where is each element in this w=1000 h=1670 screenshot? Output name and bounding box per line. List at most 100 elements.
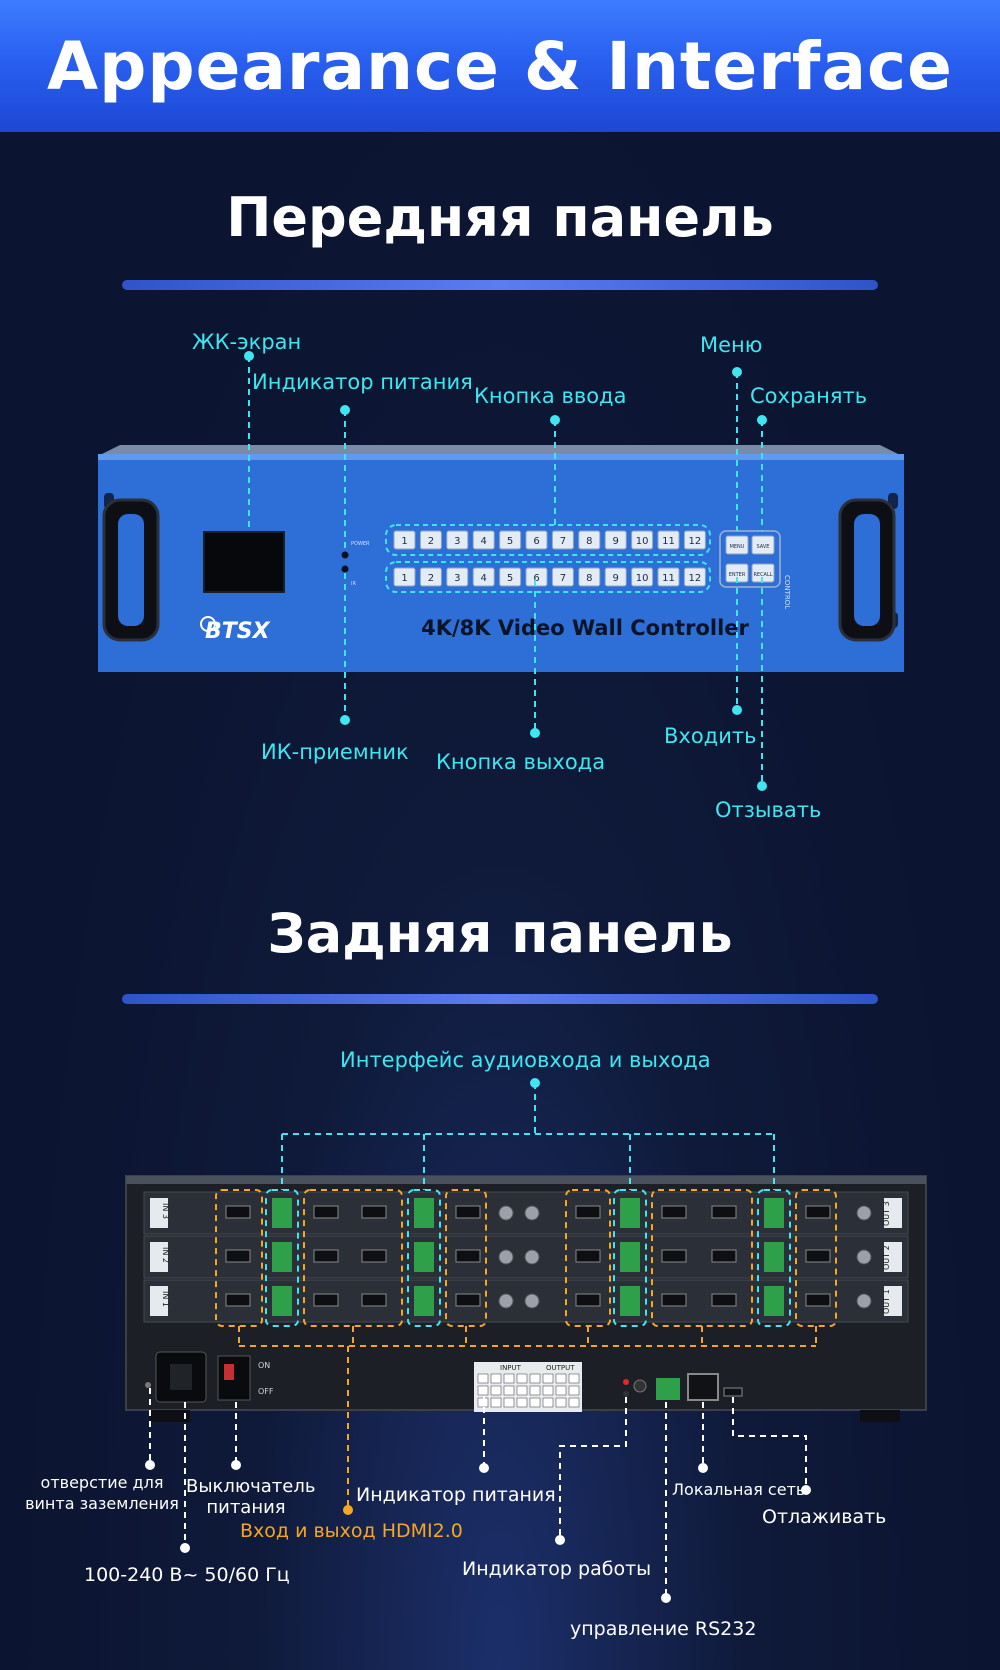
foot-left — [150, 1410, 190, 1422]
lcd-screen — [203, 531, 285, 593]
audio-terminal — [620, 1242, 640, 1272]
hdmi-port — [661, 1249, 687, 1263]
hdmi-port — [313, 1249, 339, 1263]
front-divider — [122, 280, 878, 290]
label-ir: ИК-приемник — [261, 740, 409, 764]
input-button-label: 5 — [507, 536, 513, 547]
out-tag — [884, 1198, 902, 1228]
input-button-10[interactable] — [631, 530, 654, 550]
input-button-9[interactable] — [604, 530, 627, 550]
output-button-4[interactable] — [472, 567, 495, 587]
control-caption: CONTROL — [783, 575, 791, 609]
audio-terminal — [272, 1198, 292, 1228]
label-switch-line2: питания — [206, 1497, 286, 1518]
dip-switch — [516, 1385, 528, 1396]
label-lcd: ЖК-экран — [192, 330, 302, 354]
output-button-3[interactable] — [446, 567, 469, 587]
label-rear-power-indicator: Индикатор питания — [356, 1484, 556, 1506]
input-button-4[interactable] — [472, 530, 495, 550]
control-button-label: MENU — [730, 544, 745, 550]
front-panel-highlight — [98, 454, 904, 460]
input-button-label: 10 — [636, 536, 649, 547]
in-tag — [150, 1198, 168, 1228]
hdmi-port — [313, 1205, 339, 1219]
input-button-7[interactable] — [551, 530, 574, 550]
input-button-label: 11 — [662, 536, 675, 547]
ir-sensor — [341, 565, 349, 573]
hdmi-port — [455, 1293, 481, 1307]
input-button-5[interactable] — [499, 530, 522, 550]
output-button-label: 8 — [586, 573, 592, 584]
dip-switch — [529, 1397, 541, 1408]
label-enter: Входить — [664, 724, 757, 748]
hdmi-port — [575, 1249, 601, 1263]
out-tag-text: OUT 2 — [882, 1245, 891, 1270]
input-button-label: 6 — [533, 536, 539, 547]
out-tag-text: OUT 1 — [882, 1289, 891, 1314]
hdmi-port — [455, 1205, 481, 1219]
in-tag-text: IN 2 — [161, 1247, 170, 1263]
label-switch-line1: Выключатель — [186, 1476, 316, 1497]
label-rs232: управление RS232 — [570, 1618, 757, 1640]
input-button-12[interactable] — [683, 530, 706, 550]
switch-off-text: OFF — [258, 1387, 274, 1396]
input-button-1[interactable] — [393, 530, 416, 550]
bnc-connector — [498, 1249, 514, 1265]
input-button-label: 9 — [613, 536, 619, 547]
output-button-11[interactable] — [657, 567, 680, 587]
output-button-7[interactable] — [551, 567, 574, 587]
label-ground-line1: отверстие для — [40, 1473, 164, 1492]
output-button-2[interactable] — [419, 567, 442, 587]
output-button-label: 9 — [613, 573, 619, 584]
control-button-label: RECALL — [753, 572, 772, 578]
input-button-label: 12 — [689, 536, 702, 547]
output-button-label: 11 — [662, 573, 675, 584]
label-work-indicator: Индикатор работы — [462, 1558, 652, 1580]
input-button-11[interactable] — [657, 530, 680, 550]
output-button-label: 10 — [636, 573, 649, 584]
output-button-8[interactable] — [578, 567, 601, 587]
output-button-label: 3 — [454, 573, 460, 584]
output-button-12[interactable] — [683, 567, 706, 587]
input-button-2[interactable] — [419, 530, 442, 550]
input-button-3[interactable] — [446, 530, 469, 550]
control-button-save[interactable] — [751, 535, 775, 555]
control-button-menu[interactable] — [725, 535, 749, 555]
label-hdmi: Вход и выход HDMI2.0 — [240, 1520, 463, 1542]
input-button-8[interactable] — [578, 530, 601, 550]
label-save: Сохранять — [750, 384, 868, 408]
hdmi-port — [661, 1205, 687, 1219]
hdmi-port — [455, 1249, 481, 1263]
output-button-10[interactable] — [631, 567, 654, 587]
output-button-6[interactable] — [525, 567, 548, 587]
out-tag — [884, 1242, 902, 1272]
output-button-5[interactable] — [499, 567, 522, 587]
bnc-connector — [856, 1249, 872, 1265]
power-led — [341, 551, 349, 559]
bnc-connector — [856, 1205, 872, 1221]
dip-switch — [516, 1373, 528, 1384]
input-button-label: 1 — [401, 536, 407, 547]
dip-switch — [555, 1397, 567, 1408]
front-panel-title: Передняя панель — [226, 186, 774, 249]
label-audio-interface: Интерфейс аудиовхода и выхода — [340, 1048, 711, 1072]
input-button-group-outline — [385, 524, 711, 556]
hdmi-port — [661, 1293, 687, 1307]
output-button-label: 1 — [401, 573, 407, 584]
dip-switch — [490, 1385, 502, 1396]
output-button-label: 5 — [507, 573, 513, 584]
out-tag — [884, 1286, 902, 1316]
label-power-indicator: Индикатор питания — [252, 370, 473, 394]
control-button-label: SAVE — [757, 544, 770, 550]
output-button-1[interactable] — [393, 567, 416, 587]
bnc-connector — [524, 1293, 540, 1309]
work-led — [623, 1391, 629, 1397]
input-button-label: 8 — [586, 536, 592, 547]
ground-screw — [145, 1382, 151, 1388]
input-button-6[interactable] — [525, 530, 548, 550]
output-button-9[interactable] — [604, 567, 627, 587]
debug-port — [723, 1387, 743, 1397]
